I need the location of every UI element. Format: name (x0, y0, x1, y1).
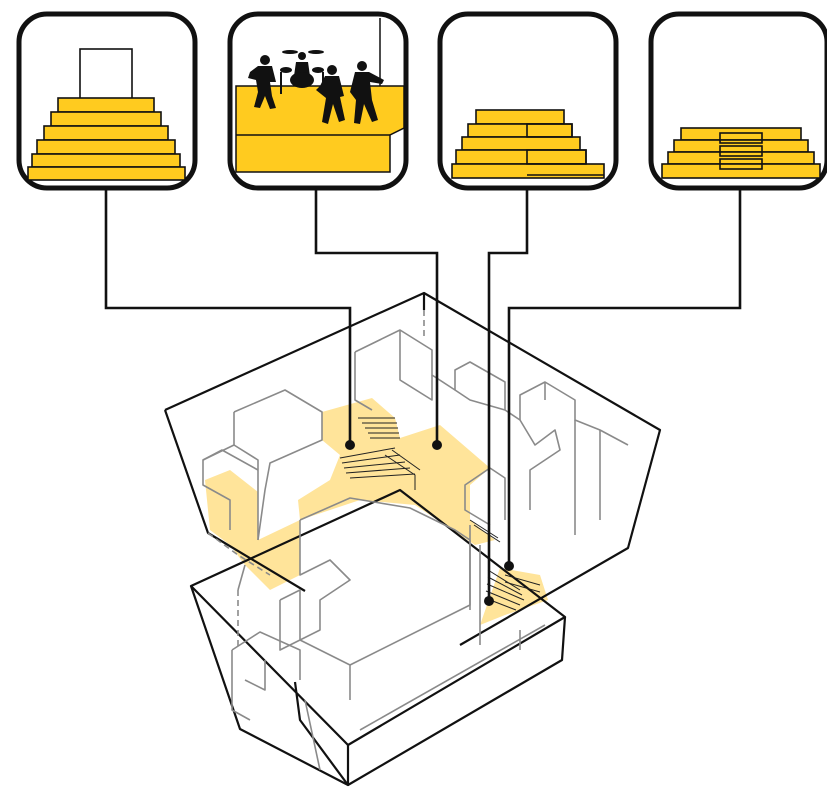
yellow-floor-areas (205, 398, 548, 625)
leader-line-4 (509, 187, 740, 565)
tiered-steps-icon (662, 128, 820, 178)
front-walls (360, 540, 545, 730)
panel-concert-stage (230, 14, 406, 188)
panel-tiered-steps (651, 14, 827, 188)
leader-dot-3 (484, 596, 494, 606)
panel-stepped-pyramid (19, 14, 195, 188)
leader-dot-4 (504, 561, 514, 571)
building-axonometric (165, 293, 660, 785)
leader-dot-2 (432, 440, 442, 450)
leader-dot-1 (345, 440, 355, 450)
panel-offset-steps (440, 14, 616, 188)
